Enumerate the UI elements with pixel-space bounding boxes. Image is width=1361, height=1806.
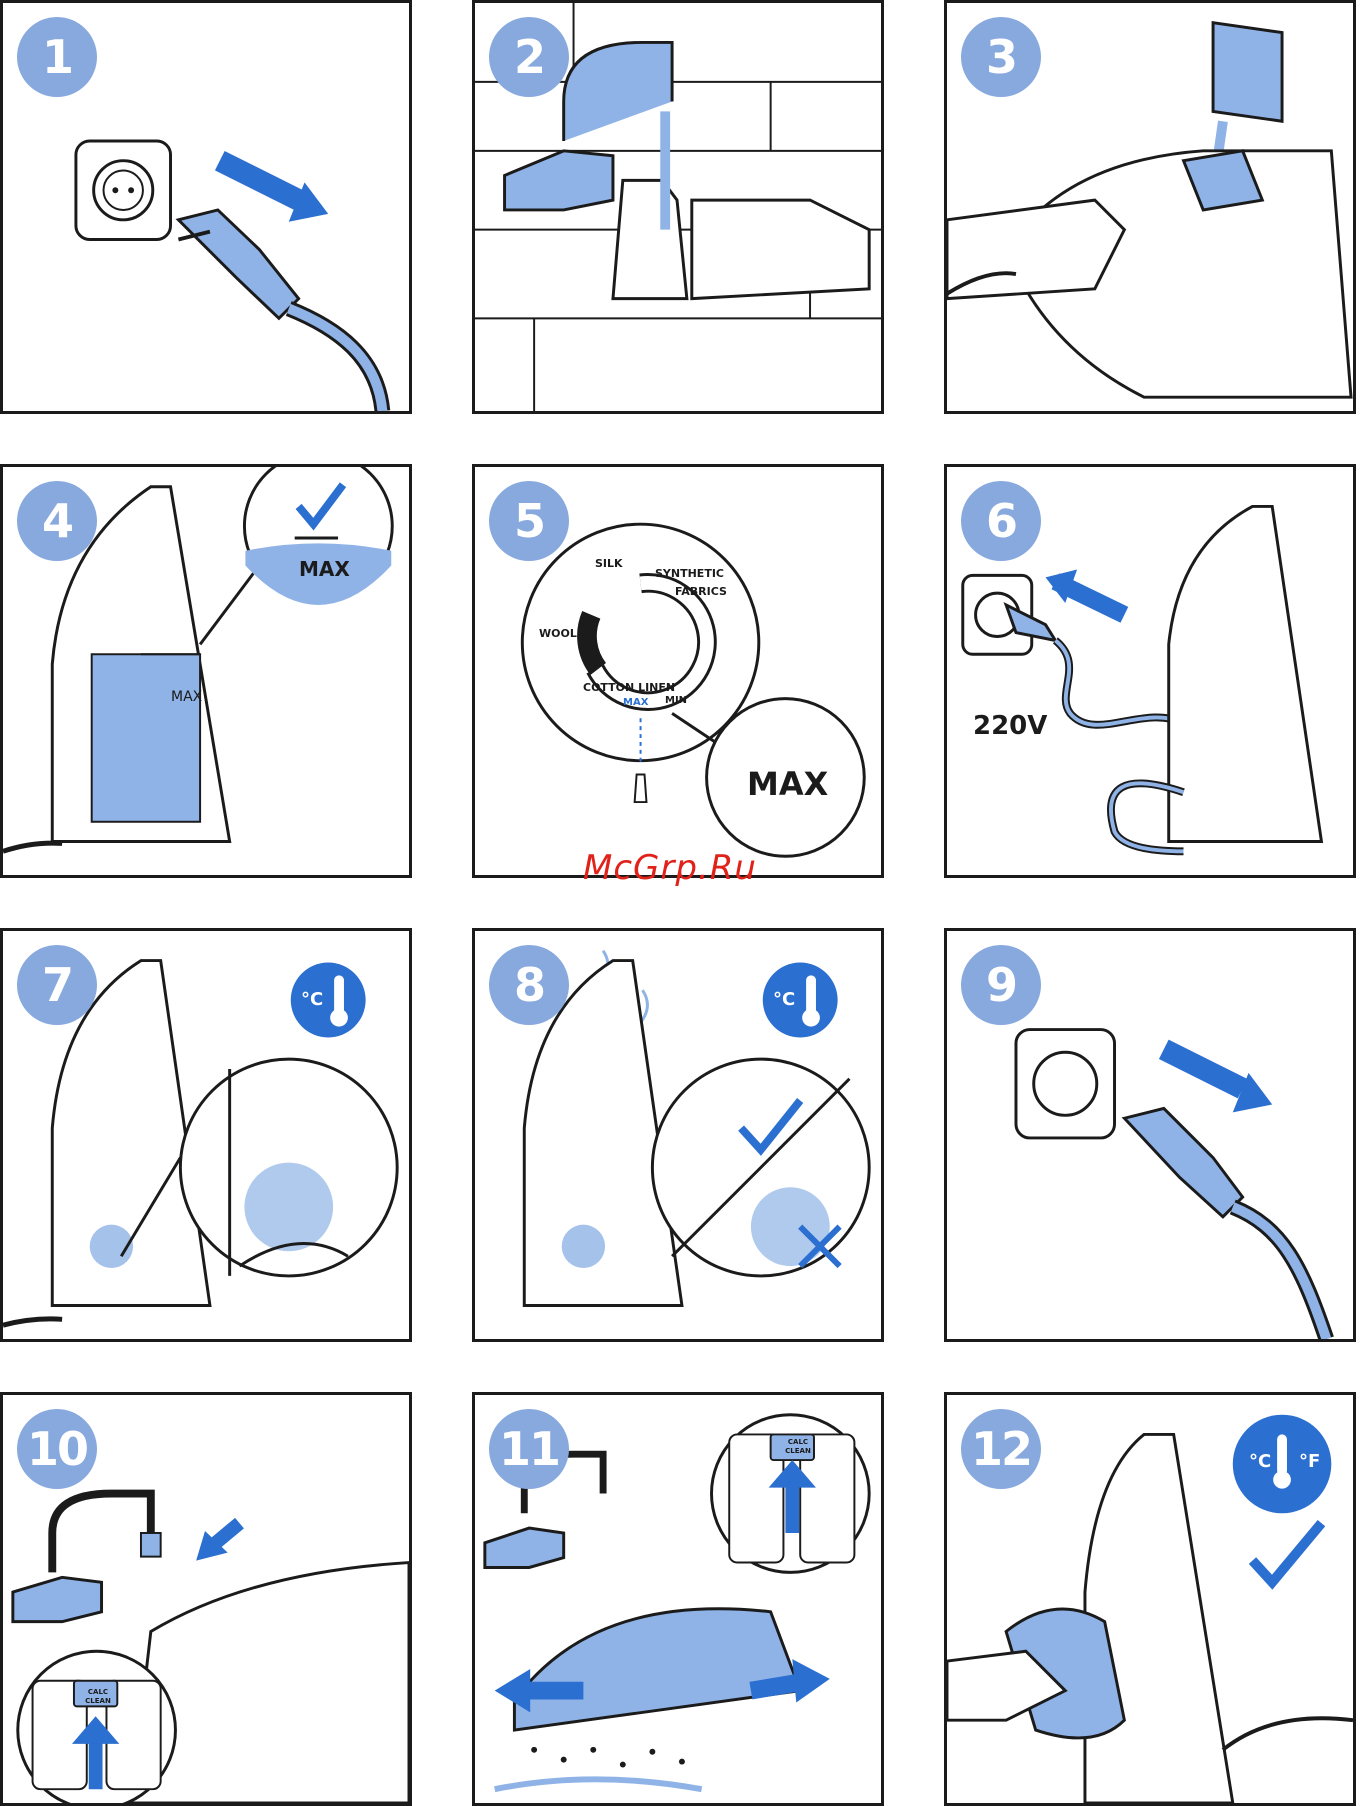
watermark-text: McGrp.Ru	[583, 848, 757, 888]
step-panel-4: 4 MAX MAX	[0, 464, 412, 878]
tank-max-label: MAX	[171, 689, 202, 705]
step-number-badge: 1	[17, 17, 97, 97]
fahrenheit-label: °F	[1299, 1451, 1320, 1472]
step-panel-1: 1	[0, 0, 412, 414]
callout-max-label: MAX	[299, 557, 350, 581]
water-tank-fill	[92, 654, 200, 822]
step-number-badge: 5	[489, 481, 569, 561]
step-number-badge: 3	[961, 17, 1041, 97]
iron-icon	[1085, 1434, 1233, 1803]
steam-droplets	[531, 1747, 685, 1768]
celsius-label: °C	[301, 989, 323, 1010]
dial-cotton-linen-label: COTTON LINEN	[583, 681, 675, 694]
step-number-badge: 10	[17, 1409, 97, 1489]
tap-icon	[564, 42, 672, 141]
step-number-badge: 9	[961, 945, 1041, 1025]
hand-icon	[947, 200, 1124, 299]
dial-fabrics-label: FABRICS	[675, 585, 727, 598]
dial-pointer-icon	[635, 774, 647, 802]
step-number-badge: 11	[489, 1409, 569, 1489]
iron-icon	[514, 1609, 800, 1730]
hand-icon	[692, 200, 869, 299]
step-number-badge: 6	[961, 481, 1041, 561]
callout-max-label: MAX	[747, 765, 828, 803]
step-panel-2: 2	[472, 0, 884, 414]
checkmark-icon	[1252, 1523, 1321, 1582]
step-panel-8: 8 °C	[472, 928, 884, 1342]
iron-icon	[131, 1563, 409, 1803]
dial-max-label: MAX	[623, 697, 648, 708]
plug-icon	[178, 210, 298, 318]
step-number-badge: 7	[17, 945, 97, 1025]
dial-synthetic-label: SYNTHETIC	[655, 567, 724, 580]
step-panel-7: 7 °C	[0, 928, 412, 1342]
dial-min-label: MIN	[665, 695, 687, 706]
step-panel-5: 5 SILK SYNTHETIC FABRICS WOOL COTTON LIN…	[472, 464, 884, 878]
tap-icon	[141, 1533, 161, 1557]
celsius-label: °C	[1249, 1451, 1271, 1472]
step-number-badge: 4	[17, 481, 97, 561]
temperature-dial	[522, 524, 759, 761]
plug-icon	[1124, 1108, 1242, 1216]
dial-wool-label: WOOL	[539, 627, 577, 640]
jug-icon	[1213, 23, 1282, 122]
step-number-badge: 2	[489, 17, 569, 97]
water-jug-icon	[613, 180, 687, 298]
pull-arrow-icon	[1164, 1049, 1243, 1088]
celsius-label: °C	[773, 989, 795, 1010]
pull-arrow-icon	[220, 161, 299, 200]
step-panel-9: 9	[944, 928, 1356, 1342]
voltage-label: 220V	[973, 711, 1047, 741]
iron-icon	[1169, 506, 1322, 841]
dial-silk-label: SILK	[595, 557, 623, 570]
step-panel-6: 6 220V	[944, 464, 1356, 878]
step-number-badge: 12	[961, 1409, 1041, 1489]
step-number-badge: 8	[489, 945, 569, 1025]
step-panel-12: 12 °C °F	[944, 1392, 1356, 1806]
step-panel-3: 3	[944, 0, 1356, 414]
